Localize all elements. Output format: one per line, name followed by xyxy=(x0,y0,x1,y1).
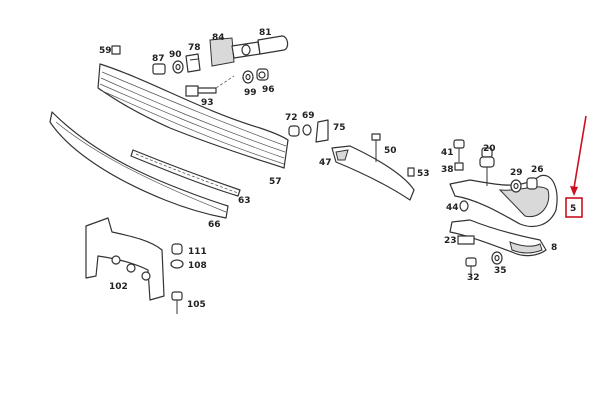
hardware-right xyxy=(453,139,538,278)
callout-93: 93 xyxy=(201,98,214,108)
callout-57: 57 xyxy=(269,177,282,187)
hardware-top-left xyxy=(111,45,269,97)
bumper-bar xyxy=(97,63,289,169)
callout-20: 20 xyxy=(483,144,496,154)
callout-99: 99 xyxy=(244,88,257,98)
corner-bracket xyxy=(449,174,558,257)
callout-labels: 59 87 90 78 84 81 99 96 93 72 69 75 47 5… xyxy=(99,28,557,310)
callout-84: 84 xyxy=(212,33,225,43)
callout-38: 38 xyxy=(441,165,454,175)
callout-108: 108 xyxy=(188,261,207,271)
callout-66: 66 xyxy=(208,220,221,230)
callout-8: 8 xyxy=(551,243,557,253)
rubber-strip xyxy=(130,149,241,197)
callout-5: 5 xyxy=(570,204,576,214)
center-bracket xyxy=(288,119,415,201)
side-bracket xyxy=(85,217,184,314)
callout-75: 75 xyxy=(333,123,346,133)
callout-44: 44 xyxy=(446,203,459,213)
callout-69: 69 xyxy=(302,111,315,121)
callout-105: 105 xyxy=(187,300,206,310)
callout-63: 63 xyxy=(238,196,251,206)
callout-81: 81 xyxy=(259,28,272,38)
callout-53: 53 xyxy=(417,169,430,179)
callout-26: 26 xyxy=(531,165,544,175)
highlight-indicator: 5 xyxy=(565,115,587,218)
callout-72: 72 xyxy=(285,113,298,123)
callout-96: 96 xyxy=(262,85,275,95)
callout-59: 59 xyxy=(99,46,112,56)
callout-41: 41 xyxy=(441,148,454,158)
callout-87: 87 xyxy=(152,54,165,64)
bumper-apron xyxy=(49,111,229,219)
callout-32: 32 xyxy=(467,273,480,283)
callout-102: 102 xyxy=(109,282,128,292)
callout-111: 111 xyxy=(188,247,207,257)
top-bracket-assembly xyxy=(185,35,289,73)
callout-47: 47 xyxy=(319,158,332,168)
callout-35: 35 xyxy=(494,266,507,276)
callout-90: 90 xyxy=(169,50,182,60)
callout-50: 50 xyxy=(384,146,397,156)
callout-29: 29 xyxy=(510,168,523,178)
callout-23: 23 xyxy=(444,236,457,246)
callout-78: 78 xyxy=(188,43,201,53)
